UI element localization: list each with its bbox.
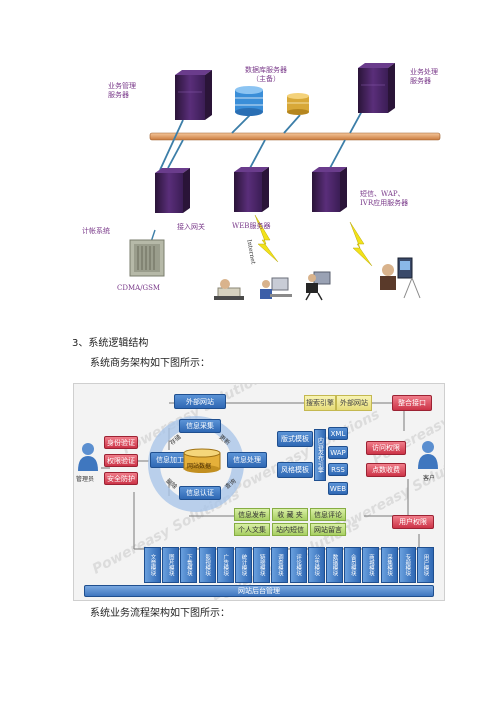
channel-xml: XML	[328, 427, 348, 440]
network-bus	[149, 132, 441, 141]
web-server-icon	[234, 167, 269, 212]
user-computer-icon	[260, 277, 292, 299]
customer-label: 客户	[423, 475, 436, 482]
user-rights-box: 用户权限	[392, 515, 434, 529]
module-box: 用户模块	[417, 547, 434, 583]
admin-person-icon	[78, 443, 98, 471]
user-fax-icon	[214, 279, 244, 300]
guestbook-box: 网站留言	[310, 523, 346, 536]
module-box: 评论模块	[289, 547, 307, 583]
database-gold-icon	[287, 93, 309, 115]
channel-web: WEB	[328, 482, 348, 495]
business-mgmt-server-icon	[175, 70, 212, 120]
permission-auth-box: 权限验证	[104, 454, 138, 467]
outro-paragraph: 系统业务流程架构如下图所示：	[90, 608, 230, 619]
info-process-box: 信息加工	[150, 452, 190, 468]
module-box: 数据模块	[326, 547, 343, 583]
access-rights-box: 访问权限	[366, 441, 406, 455]
admin-label: 管理员	[76, 476, 95, 483]
identity-auth-box: 身份验证	[104, 436, 138, 449]
module-box: 链接模块	[253, 547, 271, 583]
publish-engine-box: 内容发布引擎	[314, 429, 326, 481]
module-box: 文章模块	[144, 547, 161, 583]
module-box: 影视模块	[198, 547, 216, 583]
favorites-box: 收 藏 夹	[272, 508, 308, 521]
cdma-gsm-label: CDMA/GSM	[117, 284, 161, 292]
lightning-icon	[349, 221, 373, 267]
info-publish-box: 信息发布	[234, 508, 270, 521]
user-desk-icon	[305, 271, 331, 301]
site-message-box: 站内短信	[272, 523, 308, 536]
external-site-box: 外部网站	[174, 394, 226, 409]
backend-management-bar: 网站后台管理	[84, 585, 434, 597]
section-heading: 3、系统逻辑结构	[72, 338, 149, 349]
network-diagram-graphics	[129, 63, 441, 301]
module-box: 调查模块	[271, 547, 289, 583]
module-box: 统计模块	[235, 547, 252, 583]
info-auth-box: 信息认证	[179, 486, 221, 500]
point-charge-box: 点数收费	[366, 463, 406, 477]
format-template-box: 版式模板	[277, 431, 313, 447]
channel-wap: WAP	[328, 446, 348, 459]
intro-paragraph: 系统商务架构如下图所示：	[90, 358, 210, 369]
external-site-box-2: 外部网站	[336, 395, 372, 411]
channel-rss: RSS	[328, 463, 348, 476]
security-box: 安全防护	[104, 472, 138, 485]
info-comment-box: 信息评论	[310, 508, 346, 521]
module-box: 广告模块	[216, 547, 234, 583]
cdma-gsm-equipment-icon	[129, 239, 165, 277]
module-box: 公告模块	[307, 547, 325, 583]
module-box: 图片模块	[162, 547, 180, 583]
app-server-label: 短信、WAP、 IVR应用服务器	[360, 190, 409, 207]
module-box: 采集模块	[380, 547, 398, 583]
info-collect-box: 信息采集	[179, 419, 221, 433]
database-server-label: 数据库服务器 （主备）	[245, 66, 287, 83]
search-engine-box: 搜索引擎	[304, 395, 336, 411]
app-server-icon	[312, 167, 347, 212]
customer-person-icon	[418, 441, 438, 469]
business-process-server-icon	[358, 63, 395, 113]
business-mgmt-server-label: 业务管理 服务器	[108, 82, 136, 99]
web-server-label: WEB服务器	[232, 222, 271, 230]
website-database-icon	[183, 448, 221, 473]
lightning-icon	[254, 214, 279, 263]
billing-system-label: 计帐系统	[82, 227, 110, 235]
module-box: 会员模块	[344, 547, 362, 583]
business-process-server-label: 业务处理 服务器	[410, 68, 438, 85]
access-gateway-label: 接入网关	[177, 223, 205, 231]
business-architecture-diagram: Powereasy Solutions Powereasy Solutions …	[73, 383, 445, 601]
personal-corpus-box: 个人文集	[234, 523, 270, 536]
access-gateway-server-icon	[155, 168, 190, 213]
website-data-label: 网站数据	[187, 463, 212, 470]
database-blue-icon	[235, 86, 263, 116]
mobile-user-icon	[380, 257, 421, 299]
module-box: 下载模块	[180, 547, 198, 583]
module-box: 专题模块	[398, 547, 416, 583]
module-box: 商城模块	[362, 547, 380, 583]
info-handle-box: 信息处理	[227, 452, 267, 468]
integration-interface-box: 整合接口	[392, 395, 432, 411]
style-template-box: 风格模板	[277, 462, 313, 478]
